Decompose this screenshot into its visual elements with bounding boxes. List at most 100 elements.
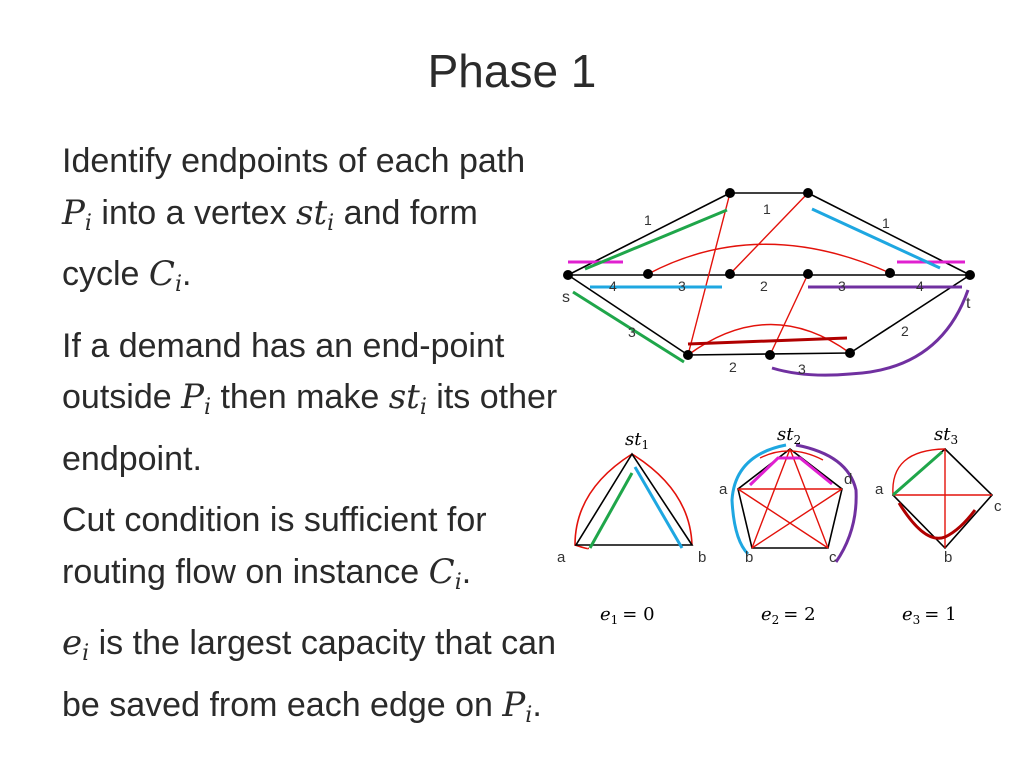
demand-edges [892,448,992,548]
math-P-i: Pi [62,192,92,236]
text: is the largest capacity that can be save… [62,624,556,724]
vertex-label: a [557,549,566,566]
e-value: e3= 1 [902,604,957,627]
demand-edge [729,192,809,275]
green-mark [572,290,685,364]
green-mark [584,208,728,271]
vertex [845,348,855,358]
vertex-label: c [994,498,1002,515]
green-mark [588,472,634,549]
edge [567,274,689,356]
edge-label: 2 [901,323,909,339]
magenta-mark [748,456,833,487]
vertex-label-s: s [562,289,570,306]
graph-labels: s t 1 1 1 4 3 2 3 4 3 2 2 3 [562,201,971,377]
vertex-label: b [698,549,706,566]
vertex [725,269,735,279]
math-main: st [296,192,328,233]
cycle-st3: st3 a b c e3= 1 [875,424,1002,627]
vertex-s [563,270,573,280]
paragraph-largest-capacity: ei is the largest capacity that can be s… [62,618,562,741]
demand-edge [769,273,809,356]
cyan-mark [633,466,684,549]
cycle-st1: st1 a b e1= 0 [557,429,706,627]
math-main: e [62,623,83,663]
demand-edge [737,488,829,549]
vertex [765,350,775,360]
vertex-label: b [745,549,753,566]
math-C-i: Ci [149,254,182,297]
math-sub: i [174,272,182,297]
vertex-label: a [875,481,884,498]
math-st-i: sti [296,192,335,236]
demand-edges [647,192,891,356]
text: If a demand has an end-point outside [62,326,505,417]
highlight-strokes [568,207,970,377]
darkred-mark [687,336,848,346]
math-sub: i [327,210,335,236]
text: Identify endpoints of each path [62,142,526,180]
vertex-label: b [944,549,952,566]
vertex [725,188,735,198]
edge-label: 3 [628,324,636,340]
cyan-mark [811,207,941,270]
paragraph-demand-endpoint: If a demand has an end-point outside Pi … [62,321,562,486]
math-P-i: Pi [181,377,211,420]
cycle-title: st3 [934,424,958,447]
green-mark [892,450,943,497]
edge-label: 1 [644,212,652,228]
text: . [181,255,192,293]
e-value: e2= 2 [761,604,816,627]
paragraph-identify-endpoints: Identify endpoints of each path Pi into … [62,136,562,311]
cycle-pentagon [737,447,843,549]
cycle-title: st2 [777,424,801,447]
math-sub: i [525,702,533,728]
cycle-title: st1 [625,429,649,452]
vertex-t [965,270,975,280]
math-st-i: sti [389,377,427,420]
vertex [683,350,693,360]
demand-edge [751,488,843,549]
edge-label: 1 [763,201,771,217]
vertex [643,269,653,279]
math-main: P [62,192,85,233]
cycle-st2: st2 a b c d e2= 2 [719,424,858,627]
cyan-mark [730,443,787,556]
purple-mark [771,289,970,377]
edge-label: 3 [838,278,846,294]
math-sub: i [419,395,427,420]
edge-label: 4 [916,278,924,294]
text: . [532,685,542,724]
demand-curve [892,448,946,496]
vertex-label: a [719,481,728,498]
text: and form cycle [62,193,478,294]
math-main: C [428,551,455,592]
page-title: Phase 1 [427,45,597,97]
vertex [803,269,813,279]
demand-edge [647,243,891,275]
math-main: P [502,684,526,725]
demand-edge [751,448,791,549]
demand-curve [759,450,824,461]
demand-edge [789,448,829,549]
math-P-i: Pi [502,684,533,728]
e-value: e1= 0 [600,604,655,627]
demand-edges [737,448,843,549]
demand-edge [687,192,731,356]
vertex [885,268,895,278]
text: then make [211,378,389,416]
main-graph: s t 1 1 1 4 3 2 3 4 3 2 2 3 [562,188,975,377]
text: into a vertex [91,193,297,232]
edge-label: 3 [678,278,686,294]
text: . [461,552,472,591]
math-C-i: Ci [428,551,462,595]
math-sub: i [82,641,90,666]
math-sub: i [84,210,92,236]
graph-vertices [563,188,975,360]
vertex-label-t: t [966,295,971,312]
edge-label: 2 [760,278,768,294]
demand-curve [574,453,633,550]
cycle-triangle [574,452,694,546]
paragraph-cut-condition: Cut condition is sufficient for routing … [62,495,562,608]
cycle-diamond [891,447,994,550]
